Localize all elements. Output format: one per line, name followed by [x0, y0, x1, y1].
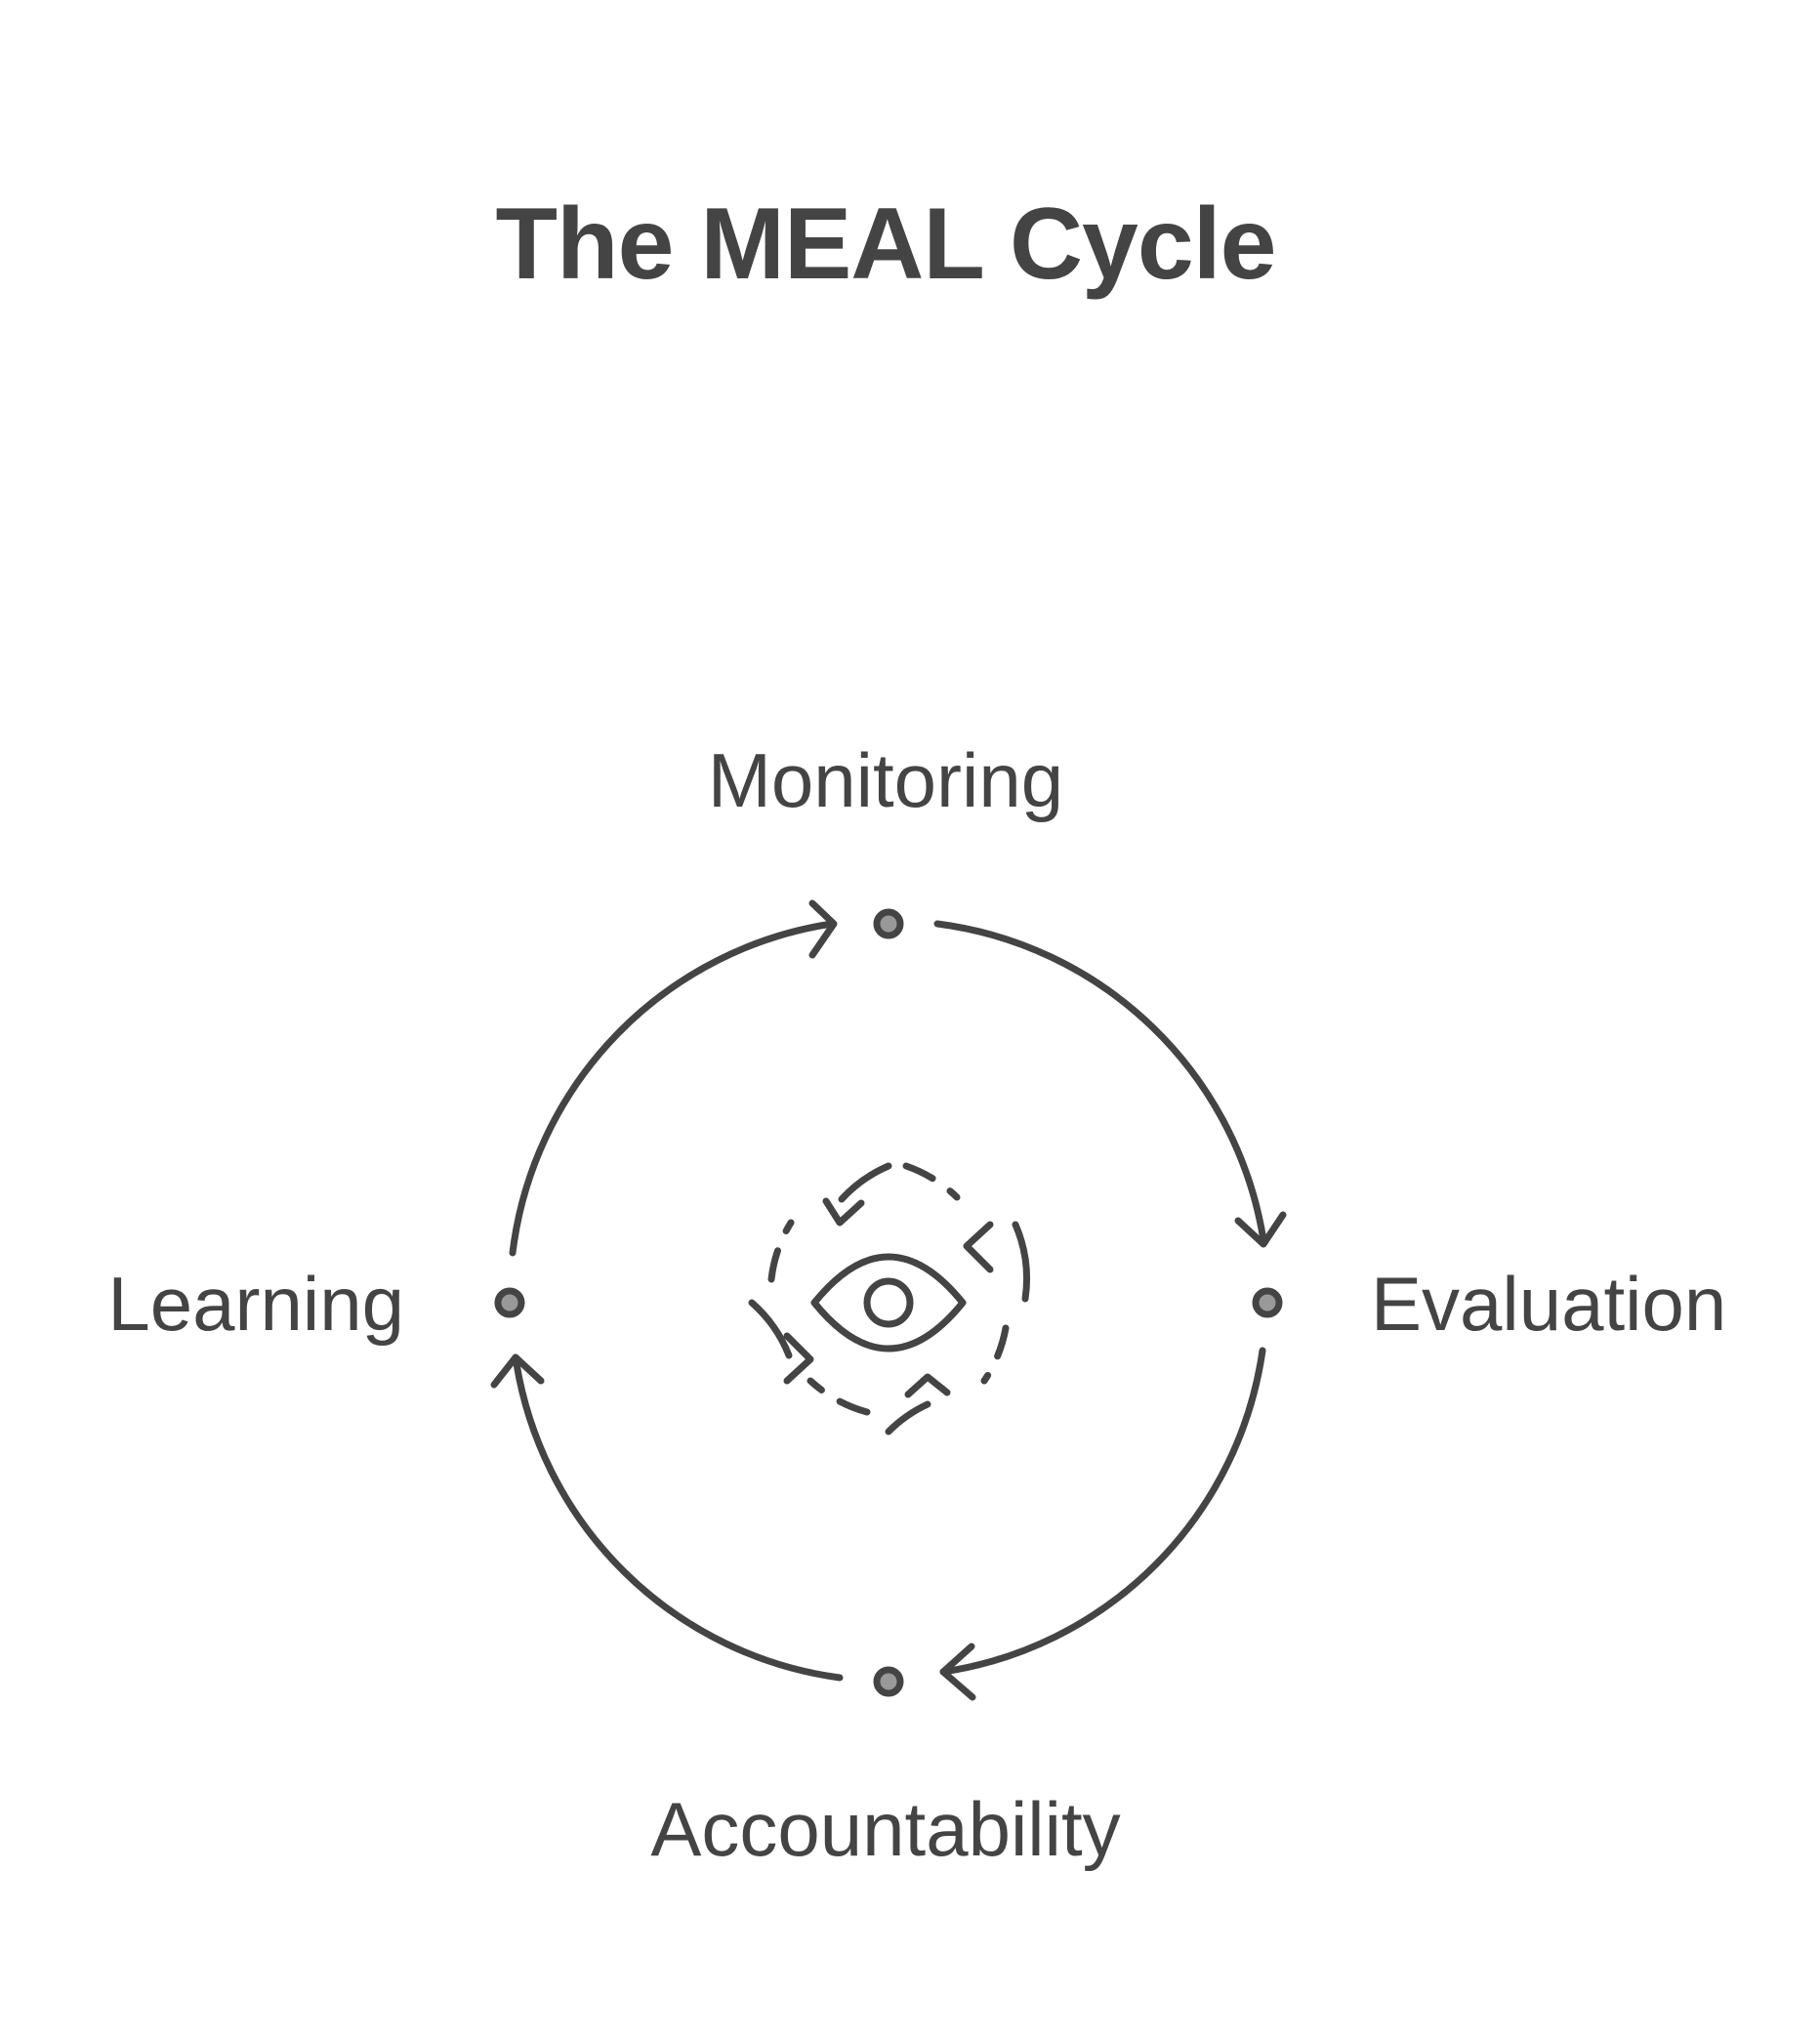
- stage-label-learning: Learning: [107, 1261, 404, 1347]
- stage-label-accountability: Accountability: [650, 1786, 1121, 1872]
- eye-pupil: [863, 1277, 914, 1328]
- diagram-title: The MEAL Cycle: [495, 187, 1277, 301]
- node-learning: [494, 1287, 525, 1318]
- eye-outline: [810, 1253, 967, 1352]
- arrowhead-to-monitoring: [808, 899, 838, 959]
- arrowhead-to-accountability: [939, 1643, 976, 1701]
- node-monitoring: [873, 908, 904, 939]
- eye-with-cycle-arrows-icon: [748, 1162, 1030, 1436]
- arc-evaluation-to-accountability: [939, 1347, 1266, 1676]
- arc-learning-to-monitoring: [509, 920, 836, 1257]
- arrowhead-to-learning: [490, 1353, 545, 1389]
- stage-label-monitoring: Monitoring: [707, 737, 1064, 823]
- node-accountability: [873, 1666, 904, 1697]
- arc-accountability-to-learning: [512, 1353, 844, 1682]
- stage-label-evaluation: Evaluation: [1371, 1261, 1727, 1347]
- arc-monitoring-to-evaluation: [933, 920, 1267, 1244]
- node-evaluation: [1252, 1287, 1283, 1318]
- arrowhead-to-evaluation: [1234, 1211, 1287, 1248]
